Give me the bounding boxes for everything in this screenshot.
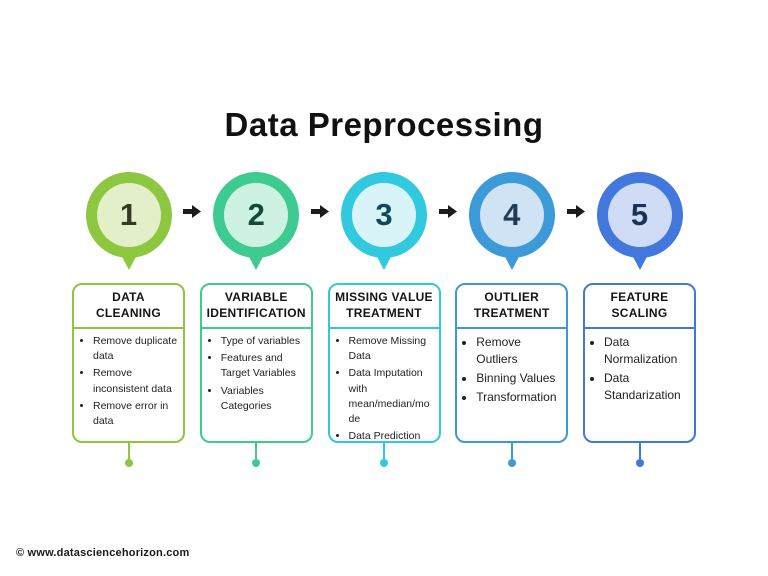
bullet-item: Remove error in data xyxy=(93,399,179,429)
step-card-title: DATA CLEANING xyxy=(74,285,183,329)
step-card-3: MISSING VALUE TREATMENT Remove Missing D… xyxy=(327,283,441,445)
connector-line xyxy=(638,443,641,459)
step-bullet-list: Remove Outliers Binning Values Transform… xyxy=(457,334,566,406)
bullet-item: Type of variables xyxy=(221,334,307,349)
right-arrow-icon xyxy=(183,204,201,219)
step-circle-inner: 1 xyxy=(96,183,161,247)
step-column-5: 5 FEATURE SCALING Data Normalization Dat… xyxy=(583,172,696,467)
step-number: 5 xyxy=(630,197,649,232)
bullet-item: Remove Missing Data xyxy=(349,334,435,364)
step-circle-inner: 3 xyxy=(352,183,416,247)
bullet-item: Remove inconsistent data xyxy=(93,366,179,396)
step-card-title: OUTLIER TREATMENT xyxy=(457,285,567,329)
connector-line xyxy=(127,443,130,459)
bullet-item: Data Normalization xyxy=(604,334,690,368)
bullet-item: Variables Categories xyxy=(221,384,307,414)
connector-line xyxy=(383,443,385,459)
step-bullet-list: Data Normalization Data Standarization xyxy=(585,334,694,404)
bullet-item: Remove duplicate data xyxy=(93,334,179,364)
step-marker-1: 1 xyxy=(85,172,172,272)
step-card-2: VARIABLE IDENTIFICATION Type of variable… xyxy=(199,283,313,443)
right-arrow-icon xyxy=(567,204,585,219)
step-circle: 2 xyxy=(213,172,300,258)
step-number: 3 xyxy=(375,197,393,232)
step-marker-2: 2 xyxy=(213,172,300,272)
step-number: 2 xyxy=(247,197,265,232)
bullet-item: Data Imputation with mean/median/mode xyxy=(349,366,435,427)
bullet-item: Data Prediction xyxy=(349,429,435,444)
step-circle-inner: 4 xyxy=(479,183,544,247)
step-circle-inner: 5 xyxy=(607,183,672,247)
connector-dot xyxy=(252,459,261,467)
step-circle: 5 xyxy=(596,172,683,258)
footer-credit: © www.datasciencehorizon.com xyxy=(16,547,190,559)
connector-line xyxy=(255,443,258,459)
step-marker-3: 3 xyxy=(341,172,427,272)
bullet-item: Data Standarization xyxy=(604,370,690,404)
connector-dot xyxy=(380,459,388,467)
step-bullet-list: Remove Missing Data Data Imputation with… xyxy=(330,334,439,445)
step-circle: 1 xyxy=(85,172,172,258)
process-flow: 1 DATA CLEANING Remove duplicate data Re… xyxy=(72,172,696,467)
step-circle-inner: 2 xyxy=(224,183,289,247)
step-circle: 4 xyxy=(468,172,555,258)
step-column-3: 3 MISSING VALUE TREATMENT Remove Missing… xyxy=(327,172,441,467)
step-card-5: FEATURE SCALING Data Normalization Data … xyxy=(583,283,696,443)
bullet-item: Features and Target Variables xyxy=(221,351,307,381)
connector-dot xyxy=(507,459,516,467)
connector-dot xyxy=(124,459,133,467)
step-number: 1 xyxy=(119,197,138,232)
connector-line xyxy=(510,443,513,459)
right-arrow-icon xyxy=(311,204,329,219)
step-column-1: 1 DATA CLEANING Remove duplicate data Re… xyxy=(72,172,185,467)
step-card-title: MISSING VALUE TREATMENT xyxy=(329,285,439,329)
step-card-title: VARIABLE IDENTIFICATION xyxy=(201,285,311,329)
bullet-item: Remove Outliers xyxy=(476,334,562,368)
page-title: Data Preprocessing xyxy=(224,106,544,143)
right-arrow-icon xyxy=(439,204,457,219)
step-number: 4 xyxy=(503,197,521,232)
step-marker-5: 5 xyxy=(596,172,683,272)
step-bullet-list: Type of variables Features and Target Va… xyxy=(202,334,311,414)
connector-dot xyxy=(635,459,644,467)
step-circle: 3 xyxy=(341,172,427,258)
step-column-4: 4 OUTLIER TREATMENT Remove Outliers Binn… xyxy=(455,172,569,467)
step-card-1: DATA CLEANING Remove duplicate data Remo… xyxy=(72,283,185,443)
bullet-item: Transformation xyxy=(476,389,562,406)
step-bullet-list: Remove duplicate data Remove inconsisten… xyxy=(74,334,183,429)
step-column-2: 2 VARIABLE IDENTIFICATION Type of variab… xyxy=(199,172,313,467)
step-card-4: OUTLIER TREATMENT Remove Outliers Binnin… xyxy=(455,283,569,443)
bullet-item: Binning Values xyxy=(476,370,562,387)
step-card-title: FEATURE SCALING xyxy=(585,285,694,329)
step-marker-4: 4 xyxy=(468,172,555,272)
